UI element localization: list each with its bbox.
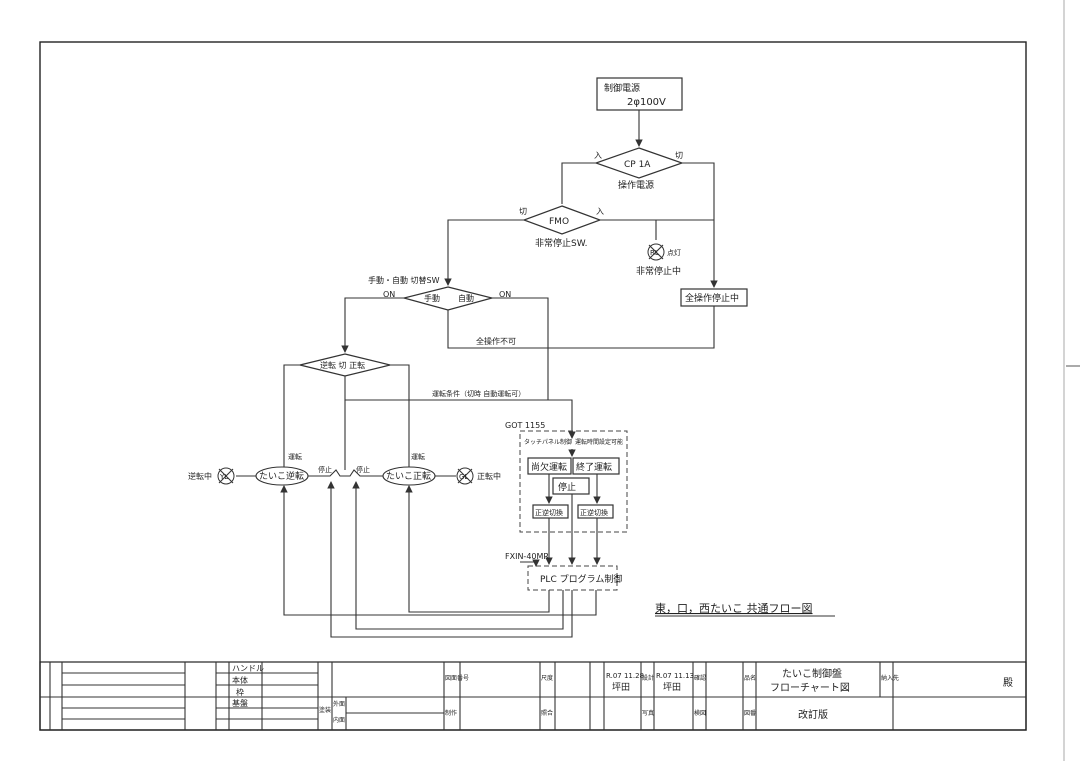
touch-panel-label: タッチパネル制御	[524, 438, 572, 446]
power-source-line2: 2φ100V	[627, 97, 666, 108]
tb-name2: 坪田	[663, 682, 681, 693]
all-stop-label: 全操作停止中	[685, 292, 739, 304]
emergency-stop-label: 非常停止中	[636, 265, 681, 277]
tb-sekkei: 設計	[642, 674, 654, 682]
mode-switch-diamond	[401, 286, 495, 311]
tb-doc-title-2: フローチャート図	[770, 682, 850, 694]
fmo-sub: 非常停止SW.	[535, 237, 587, 249]
fmo-label: FMO	[549, 217, 569, 227]
forward-run-label: たいこ正転	[386, 471, 431, 482]
end-run-label: 終了運転	[576, 461, 612, 473]
ops-setting-label: 運転時間設定可能	[575, 438, 623, 446]
tb-seisaku: 制作	[445, 709, 457, 717]
tb-kentou: 検図	[694, 709, 706, 717]
mode-on-right: ON	[499, 290, 511, 299]
cp1a-diamond	[594, 147, 684, 179]
tb-zumen: 図面番号	[445, 675, 469, 682]
plc-box	[527, 565, 618, 591]
tb-shoumei: 照合	[541, 709, 553, 717]
tb-kakunin: 確認	[694, 674, 706, 682]
switch-rev-label: 正逆切換	[535, 508, 563, 517]
tb-dono: 殿	[1003, 677, 1013, 689]
power-source-line1: 制御電源	[604, 82, 640, 94]
stop-box	[552, 477, 590, 495]
stop-label: 停止	[558, 481, 576, 493]
rl-lamp-label: RL	[650, 249, 659, 257]
cp1a-sub: 操作電源	[618, 179, 654, 191]
reverse-running-label: 逆転中	[188, 471, 212, 481]
tb-zuban: 図番	[744, 710, 756, 717]
tb-handle: ハンドル	[232, 664, 264, 673]
tb-date2: R.07 11.13	[656, 672, 694, 680]
mode-switch-title: 手動・自動 切替SW	[368, 275, 440, 285]
tb-tosou: 塗装	[319, 706, 331, 714]
fxin-label: FXIN-40MR	[505, 552, 549, 561]
run-label-right: 運転	[411, 452, 425, 461]
switch-fwd-box	[577, 504, 614, 519]
tb-kiban: 基盤	[232, 698, 248, 708]
tb-date1: R.07 11.28	[606, 672, 644, 680]
cp1a-label: CP 1A	[624, 160, 651, 170]
power-source-box	[596, 77, 683, 111]
direction-switch-label: 逆転 切 正転	[320, 360, 365, 370]
tb-nounyu: 納入先	[881, 674, 899, 682]
switch-rev-box	[532, 504, 569, 519]
run-label-left: 運転	[288, 452, 302, 461]
tb-hinmei: 品名	[744, 674, 756, 682]
mode-manual-label: 手動	[424, 293, 440, 303]
tb-name1: 坪田	[612, 682, 630, 693]
mode-auto-label: 自動	[458, 293, 474, 303]
yl-lamp-label: YL	[219, 473, 228, 481]
switch-fwd-label: 正逆切換	[580, 508, 608, 517]
stop-label-right: 停止	[356, 465, 370, 474]
stop-label-left: 停止	[318, 465, 332, 474]
gl-lamp-label: GL	[459, 473, 468, 481]
partial-run-label: 尚欠運転	[531, 461, 567, 473]
tb-waku: 枠	[236, 687, 244, 697]
cp1a-in-label: 入	[594, 151, 602, 160]
got-label: GOT 1155	[505, 421, 545, 430]
tb-doc-title-1: たいこ制御盤	[782, 667, 842, 680]
end-run-box	[572, 457, 620, 475]
cp1a-off-label: 切	[675, 151, 683, 160]
op-condition-label: 運転条件（切時 自動運転可）	[432, 389, 525, 398]
tb-shashin: 写真	[642, 709, 654, 717]
tb-dosu: 尺度	[541, 674, 553, 682]
fmo-in-label: 入	[596, 207, 604, 216]
tb-honbu: 本体	[232, 675, 248, 685]
tb-revision: 改訂版	[798, 708, 828, 721]
mode-on-left: ON	[383, 290, 395, 299]
reverse-run-label: たいこ逆転	[259, 470, 304, 482]
tb-gaimen: 外面	[333, 700, 345, 708]
sheet-border	[39, 41, 1027, 731]
title-block	[39, 661, 1027, 731]
all-ops-disabled-label: 全操作不可	[476, 336, 516, 346]
plc-label: PLC プログラム制御	[540, 573, 622, 585]
forward-running-label: 正転中	[477, 471, 501, 481]
fmo-off-label: 切	[519, 207, 527, 216]
fmo-diamond	[522, 205, 602, 235]
tb-naimen: 内面	[333, 716, 345, 724]
rl-lit-label: 点灯	[667, 248, 681, 257]
drawing-caption: 東，口，西たいこ 共通フロー図	[655, 602, 813, 615]
